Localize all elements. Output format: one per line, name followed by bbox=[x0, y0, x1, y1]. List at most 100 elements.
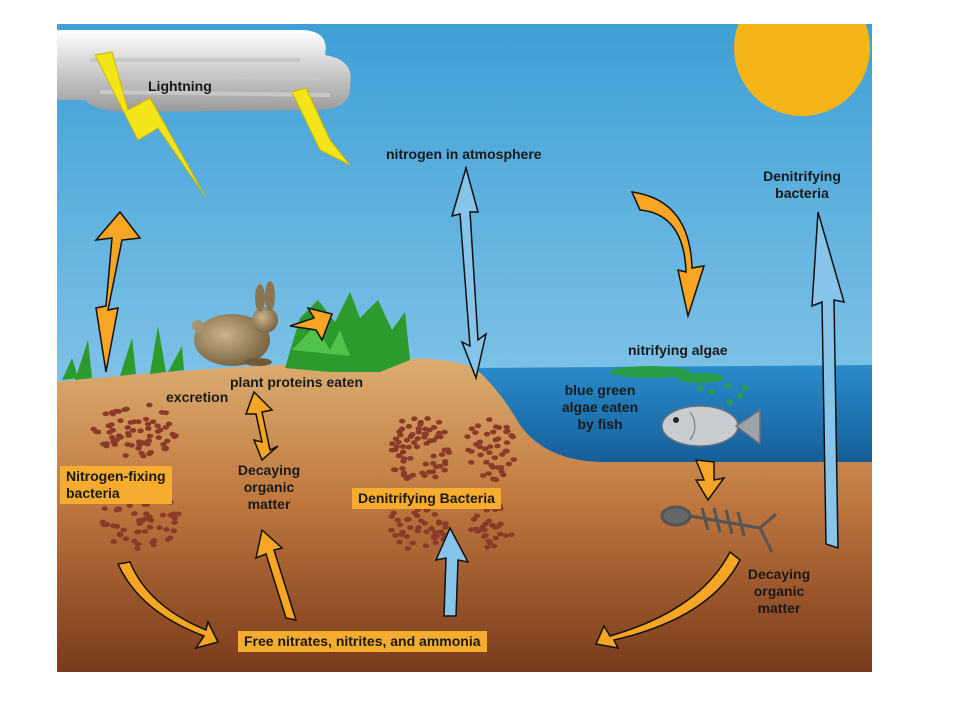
bacteria-dot bbox=[428, 526, 435, 531]
bacteria-dot bbox=[423, 507, 430, 513]
bacteria-dot bbox=[399, 449, 407, 455]
label-denitrifying-bacteria-top: Denitrifying bacteria bbox=[763, 168, 841, 201]
bacteria-dot bbox=[159, 512, 167, 518]
bacteria-dot bbox=[165, 421, 173, 427]
bacteria-dot bbox=[442, 525, 449, 530]
bacteria-dot bbox=[505, 461, 512, 467]
bacteria-dot bbox=[103, 441, 110, 446]
bacteria-dot bbox=[137, 428, 144, 434]
bacteria-dot bbox=[145, 438, 153, 444]
bacteria-dot bbox=[415, 429, 422, 435]
bacteria-dot bbox=[175, 511, 182, 517]
bacteria-dot bbox=[474, 423, 482, 429]
bacteria-dot bbox=[154, 429, 162, 434]
bacteria-dot bbox=[508, 532, 515, 537]
bacteria-dot bbox=[430, 453, 437, 459]
bacteria-dot bbox=[432, 530, 439, 535]
bacteria-dot bbox=[130, 428, 137, 433]
bacteria-dot bbox=[442, 521, 449, 526]
bacteria-dot bbox=[483, 507, 490, 513]
bacteria-dot bbox=[410, 440, 418, 446]
bacteria-dot bbox=[414, 436, 421, 442]
bacteria-dot bbox=[128, 443, 135, 448]
bacteria-dot bbox=[441, 429, 448, 435]
bacteria-dot bbox=[411, 510, 418, 516]
label-plant-proteins-eaten: plant proteins eaten bbox=[230, 374, 364, 390]
bacteria-dot bbox=[413, 444, 421, 450]
bacteria-dot bbox=[470, 517, 477, 522]
bacteria-dot bbox=[497, 531, 504, 537]
bacteria-dot bbox=[510, 457, 517, 462]
bacteria-dot bbox=[131, 419, 138, 425]
arrow-decay-to-nitrates bbox=[254, 528, 298, 621]
bacteria-dot bbox=[146, 402, 153, 408]
bacteria-dot bbox=[498, 468, 505, 474]
label-blue-green-algae: blue green algae eaten by fish bbox=[561, 382, 639, 432]
bacteria-dot bbox=[476, 439, 484, 445]
bacteria-dot bbox=[162, 424, 170, 430]
bacteria-dot bbox=[509, 434, 517, 440]
bacteria-dot bbox=[490, 476, 497, 482]
bacteria-dot bbox=[389, 441, 396, 446]
bacteria-dot bbox=[110, 539, 117, 544]
arrow-denitrify-up bbox=[434, 526, 470, 617]
bacteria-dot bbox=[163, 527, 170, 532]
bacteria-dot bbox=[125, 433, 132, 438]
arrow-lightning-to-soil bbox=[94, 210, 142, 373]
bacteria-dot bbox=[426, 469, 433, 475]
bacteria-dot bbox=[140, 440, 147, 445]
bacteria-dot bbox=[388, 447, 396, 453]
bacteria-dot bbox=[415, 426, 422, 432]
bacteria-dot bbox=[404, 546, 411, 551]
bacteria-dot bbox=[109, 435, 116, 440]
bacteria-dot bbox=[121, 407, 128, 413]
label-lightning: Lightning bbox=[148, 78, 212, 94]
bacteria-dot bbox=[115, 409, 123, 414]
bacteria-dot bbox=[101, 506, 108, 511]
bacteria-dot bbox=[120, 527, 127, 533]
bacteria-dot bbox=[146, 433, 154, 439]
bacteria-dot bbox=[390, 510, 397, 516]
bacteria-dot bbox=[100, 522, 108, 528]
bacteria-dot bbox=[464, 434, 471, 440]
bacteria-dot bbox=[405, 444, 412, 450]
bacteria-dot bbox=[93, 429, 100, 434]
bacteria-dot bbox=[169, 431, 176, 437]
bacteria-dot bbox=[465, 447, 472, 453]
bacteria-dot bbox=[126, 503, 133, 509]
cloud-icon bbox=[57, 30, 351, 112]
bacteria-dot bbox=[417, 419, 424, 425]
label-decaying-organic-matter-right: Decaying organic matter bbox=[747, 566, 811, 616]
bacteria-dot bbox=[434, 434, 441, 440]
bacteria-dot bbox=[491, 543, 498, 549]
bacteria-dot bbox=[114, 506, 122, 511]
arrow-denitrifying-bacteria-up bbox=[811, 211, 846, 550]
bacteria-dot bbox=[399, 444, 407, 450]
bacteria-dot bbox=[485, 471, 492, 476]
bacteria-dot bbox=[473, 513, 481, 519]
bacteria-dot bbox=[122, 453, 129, 458]
bacteria-dot bbox=[102, 411, 110, 417]
bacteria-dot bbox=[106, 429, 113, 435]
bacteria-dot bbox=[503, 424, 510, 430]
bacteria-cluster-icon bbox=[90, 402, 182, 552]
bacteria-dot bbox=[419, 470, 426, 476]
label-nitrogen-fixing-bacteria: Nitrogen-fixing bacteria bbox=[60, 466, 172, 504]
bacteria-dot bbox=[388, 514, 395, 520]
bacteria-dot bbox=[407, 456, 414, 461]
algae-patch bbox=[610, 366, 748, 405]
bacteria-dot bbox=[479, 525, 486, 530]
bacteria-dot bbox=[484, 544, 491, 550]
bacteria-dot bbox=[115, 433, 123, 439]
bacteria-dot bbox=[167, 512, 174, 518]
bacteria-dot bbox=[396, 453, 403, 458]
bacteria-dot bbox=[441, 447, 448, 453]
label-excretion: excretion bbox=[166, 389, 229, 405]
bacteria-dot bbox=[430, 425, 438, 430]
bacteria-dot bbox=[440, 532, 447, 537]
bacteria-dot bbox=[162, 445, 169, 451]
bacteria-dot bbox=[405, 424, 413, 429]
bacteria-dot bbox=[468, 460, 475, 465]
sun-icon bbox=[734, 24, 870, 116]
